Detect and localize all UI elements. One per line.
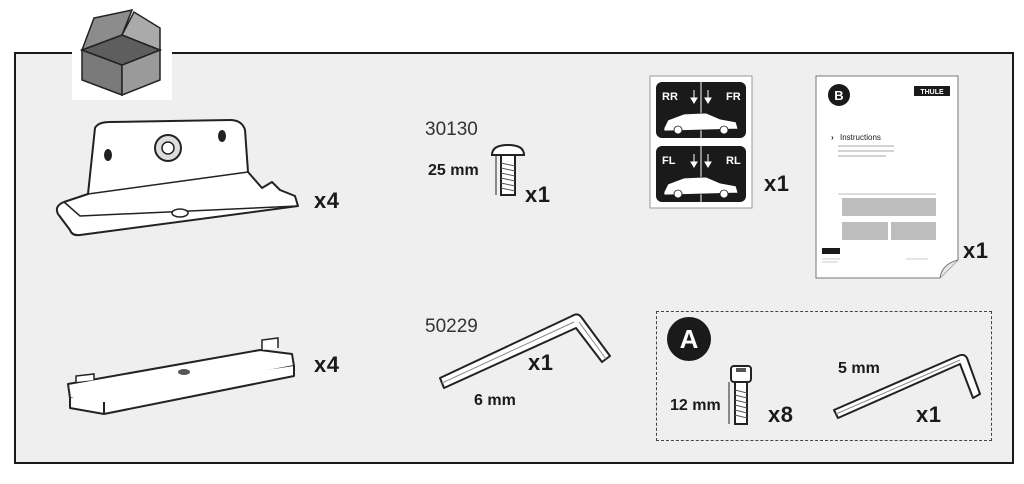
position-labels-quantity: x1 <box>764 171 790 196</box>
position-labels-card: RR FR FL RL <box>649 75 753 209</box>
socket-screw-quantity: x8 <box>768 402 794 427</box>
hex-key-6mm-quantity: x1 <box>528 350 554 375</box>
hex-key-5mm-size: 5 mm <box>838 360 880 377</box>
clamp-plate-quantity: x4 <box>314 352 340 377</box>
kit-a-badge: A <box>667 317 711 361</box>
booklet-heading: Instructions <box>840 133 881 142</box>
socket-screw-length: 12 mm <box>670 397 721 414</box>
bolt-part-number: 30130 <box>425 119 478 140</box>
instructions-quantity: x1 <box>963 238 989 263</box>
fr-label: FR <box>726 91 741 103</box>
hex-key-6mm-illustration <box>439 313 611 389</box>
fl-label: FL <box>662 155 676 167</box>
package-box-icon <box>72 8 172 100</box>
bolt-length: 25 mm <box>428 162 479 179</box>
hex-key-5mm-illustration <box>833 353 981 419</box>
hex-key-part-number: 50229 <box>425 316 478 337</box>
svg-text:›: › <box>831 133 834 142</box>
instructions-booklet: B THULE › Instructions <box>815 75 959 279</box>
clamp-plate-illustration <box>67 337 295 415</box>
kit-a-group <box>656 311 992 441</box>
car-icon <box>663 112 739 135</box>
booklet-badge: B <box>834 88 843 103</box>
mounting-bracket-illustration <box>55 119 299 237</box>
rr-label: RR <box>662 91 678 103</box>
rl-label: RL <box>726 155 741 167</box>
carriage-bolt-illustration <box>490 143 526 196</box>
thule-logo: THULE <box>920 89 944 96</box>
hex-key-5mm-quantity: x1 <box>916 402 942 427</box>
svg-text:A: A <box>680 324 699 354</box>
bracket-quantity: x4 <box>314 188 340 213</box>
socket-screw-illustration <box>728 365 752 425</box>
car-icon <box>663 176 739 199</box>
hex-key-6mm-size: 6 mm <box>474 392 516 409</box>
bolt-quantity: x1 <box>525 182 551 207</box>
